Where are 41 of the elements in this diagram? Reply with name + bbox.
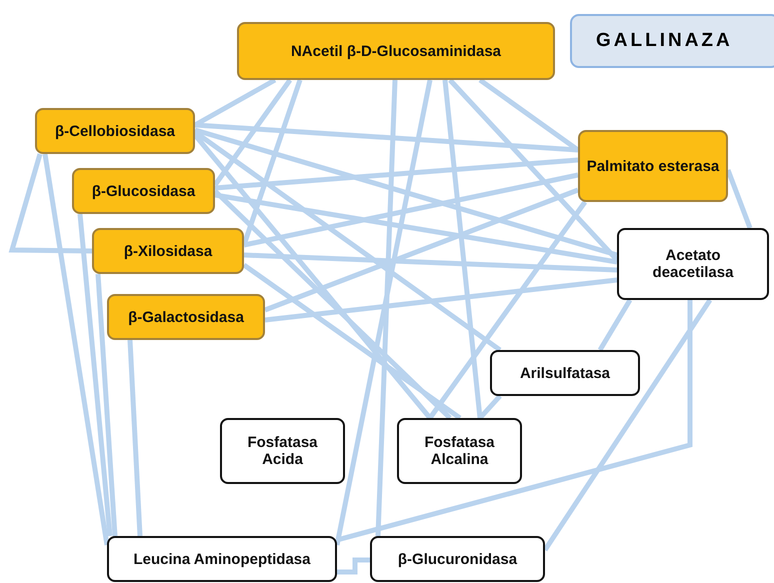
enzyme-box: β-Glucuronidasa — [370, 536, 545, 582]
connector-line — [376, 80, 398, 536]
enzyme-box: Leucina Aminopeptidasa — [107, 536, 337, 582]
connector-line — [428, 200, 588, 420]
connector-line — [264, 278, 618, 322]
enzyme-box: β-Xilosidasa — [92, 228, 244, 274]
connector-line — [442, 80, 482, 418]
enzyme-box: Fosfatasa Acida — [220, 418, 345, 484]
connector-line — [242, 262, 462, 420]
connector-line — [193, 133, 432, 420]
enzyme-box: β-Galactosidasa — [107, 294, 265, 340]
enzyme-box: NAcetil β-D-Glucosaminidasa — [237, 22, 555, 80]
connector-line — [194, 130, 502, 352]
connector-line — [42, 154, 110, 546]
connector-line — [194, 128, 618, 258]
connector-line — [194, 122, 578, 152]
connector-line — [8, 153, 92, 254]
connector-line — [448, 78, 619, 262]
enzyme-box: Acetato deacetilasa — [617, 228, 769, 300]
connector-line — [213, 189, 452, 420]
connector-line — [542, 298, 712, 552]
connector-line — [337, 558, 370, 574]
connector-line — [264, 188, 579, 312]
connector-line — [334, 80, 432, 546]
connector-line — [96, 274, 118, 536]
connector-line — [726, 169, 752, 229]
enzyme-box: Fosfatasa Alcalina — [397, 418, 522, 484]
enzyme-box: β-Glucosidasa — [72, 168, 215, 214]
connector-line — [244, 252, 618, 272]
connector-line — [214, 158, 578, 190]
connector-line — [214, 192, 618, 264]
connector-line — [128, 340, 142, 536]
connector-line — [243, 172, 579, 248]
connector-line — [212, 78, 292, 186]
enzyme-box: Palmitato esterasa — [578, 130, 728, 202]
connector-line — [478, 394, 502, 420]
enzyme-box: β-Cellobiosidasa — [35, 108, 195, 154]
enzyme-box: Arilsulfatasa — [490, 350, 640, 396]
title-badge: GALLINAZA — [570, 14, 774, 68]
connector-line — [598, 298, 632, 352]
connector-line — [78, 214, 112, 536]
